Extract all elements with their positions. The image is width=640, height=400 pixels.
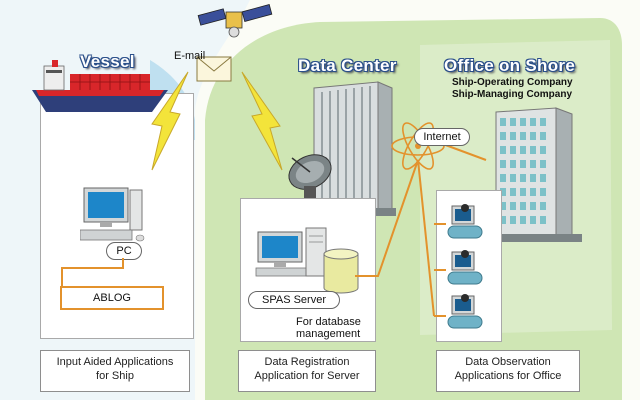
office-caption: Data Observation Applications for Office	[436, 350, 580, 392]
computer-icon	[80, 187, 145, 242]
database-icon	[323, 248, 359, 294]
server-caption-line1: Data Registration	[264, 356, 350, 368]
server-caption: Data Registration Application for Server	[238, 350, 376, 392]
office-caption-line2: Applications for Office	[454, 370, 562, 382]
pc-ablog-link	[61, 258, 124, 286]
office-subtitle-1: Ship-Operating Company	[452, 77, 573, 88]
vessel-caption: Input Aided Applications for Ship	[40, 350, 190, 392]
internet-label: Internet	[414, 128, 470, 146]
pc-label: PC	[106, 242, 142, 260]
lightning-icon	[151, 71, 189, 171]
vessel-caption-line2: for Ship	[96, 370, 134, 382]
email-label: E-mail	[174, 50, 206, 62]
office-title: Office on Shore	[444, 56, 576, 75]
computer-icon	[447, 204, 483, 239]
lightning-icon	[241, 71, 283, 171]
ship-icon	[32, 60, 168, 112]
computer-icon	[447, 250, 483, 285]
vessel-caption-line1: Input Aided Applications	[56, 356, 174, 368]
building-icon	[486, 107, 582, 242]
vessel-title: Vessel	[80, 52, 135, 71]
office-caption-line1: Data Observation	[465, 356, 551, 368]
computer-icon	[447, 294, 483, 329]
data-center-title: Data Center	[298, 56, 397, 75]
ablog-box: ABLOG	[60, 286, 164, 310]
db-note-line1: For database	[296, 316, 361, 328]
spas-server-label: SPAS Server	[248, 291, 340, 309]
server-caption-line2: Application for Server	[254, 370, 360, 382]
envelope-icon	[196, 56, 232, 82]
office-subtitle-2: Ship-Managing Company	[452, 89, 572, 100]
satellite-icon	[197, 4, 273, 38]
db-note-line2: management	[296, 328, 361, 340]
atom-network-icon	[391, 122, 445, 170]
